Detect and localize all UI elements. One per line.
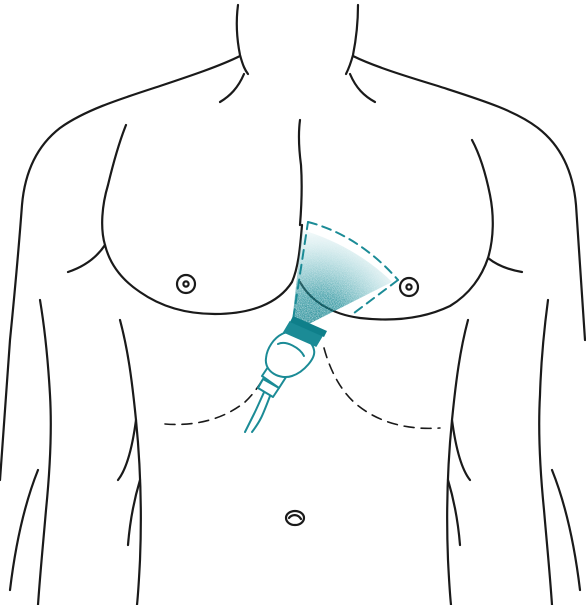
neck xyxy=(237,5,358,74)
ultrasound-probe xyxy=(245,316,327,432)
right-nipple xyxy=(400,278,418,296)
left-nipple xyxy=(177,275,195,293)
navel xyxy=(286,511,304,525)
ultrasound-beam-sector xyxy=(291,222,398,333)
shoulders xyxy=(0,56,585,480)
